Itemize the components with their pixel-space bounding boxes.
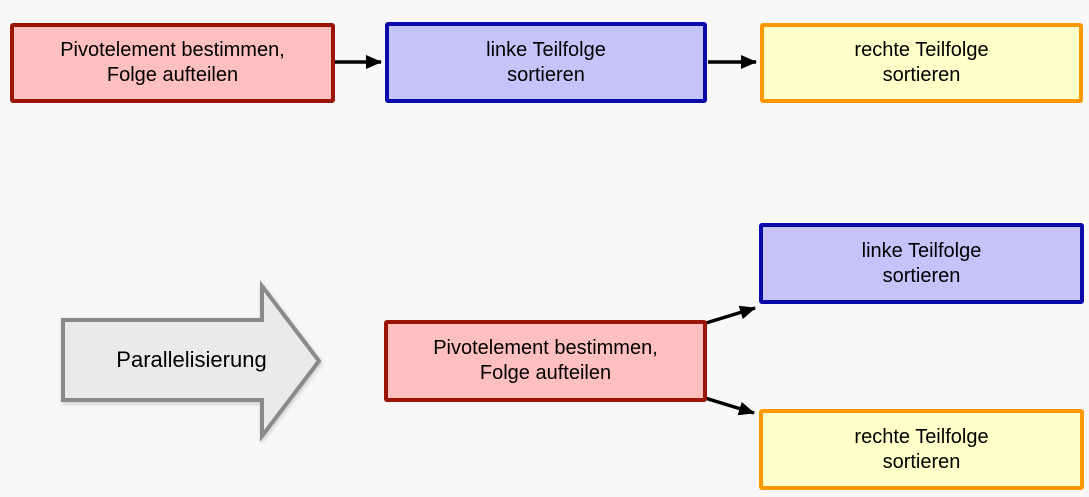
arrow-par-pivot-to-right-icon <box>704 396 755 416</box>
box-sequential-left-teilfolge-label: linke Teilfolge sortieren <box>486 38 606 86</box>
box-sequential-pivot: Pivotelement bestimmen, Folge aufteilen <box>10 23 335 103</box>
box-parallel-right-teilfolge-label: rechte Teilfolge sortieren <box>854 425 989 473</box>
parallelisierung-label: Parallelisierung <box>116 347 267 372</box>
box-sequential-right-teilfolge: rechte Teilfolge sortieren <box>760 23 1083 103</box>
box-sequential-right-teilfolge-label: rechte Teilfolge sortieren <box>854 39 989 86</box>
box-parallel-right-teilfolge: rechte Teilfolge sortieren <box>759 409 1084 490</box>
arrow-par-pivot-to-left-icon <box>705 305 756 325</box>
box-sequential-left-teilfolge: linke Teilfolge sortieren <box>385 22 707 103</box>
box-parallel-pivot-label: Pivotelement bestimmen, Folge aufteilen <box>433 337 658 384</box>
box-parallel-pivot: Pivotelement bestimmen, Folge aufteilen <box>384 320 707 402</box>
box-parallel-left-teilfolge: linke Teilfolge sortieren <box>759 223 1084 304</box>
box-sequential-pivot-label: Pivotelement bestimmen, Folge aufteilen <box>60 39 285 86</box>
box-parallel-left-teilfolge-label: linke Teilfolge sortieren <box>861 239 982 287</box>
